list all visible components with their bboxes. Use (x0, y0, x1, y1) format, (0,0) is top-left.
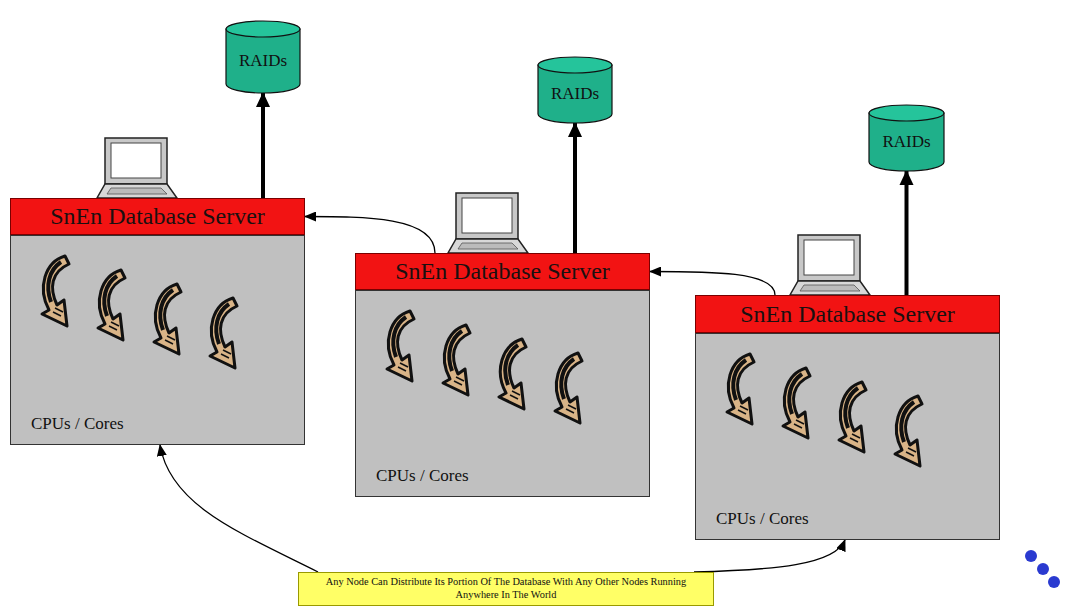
cpu-arrow-icon (727, 354, 754, 424)
cpu-arrow-icon (98, 270, 125, 340)
cpu-arrow-icon (387, 311, 414, 381)
cylinder-top (538, 57, 612, 73)
cpu-arrow-icon (839, 382, 866, 452)
cpu-arrow-icon (555, 353, 582, 423)
ellipsis-dot (1048, 576, 1060, 588)
cpu-arrow-icon (895, 396, 922, 466)
cpu-arrow-icon (210, 298, 237, 368)
server-label: SnEn Database Server (50, 203, 265, 230)
cpu-arrow-icon (499, 339, 526, 409)
cpu-cores-box: CPUs / Cores (695, 333, 1000, 540)
connector-arrow (305, 217, 435, 254)
cpu-arrow-icon (443, 325, 470, 395)
cpu-label: CPUs / Cores (376, 466, 469, 486)
cpu-cores-box: CPUs / Cores (10, 235, 305, 445)
cylinder-body (869, 113, 944, 171)
cylinder-body (226, 29, 300, 93)
raid-label: RAIDs (239, 51, 287, 71)
server-label: SnEn Database Server (395, 258, 610, 285)
connector-arrow (160, 445, 318, 572)
connector-arrow (573, 123, 577, 253)
cpu-arrow-icon (42, 256, 69, 326)
note-box: Any Node Can Distribute Its Portion Of T… (298, 572, 714, 606)
database-server-bar: SnEn Database Server (10, 198, 305, 235)
note-text: Any Node Can Distribute Its Portion Of T… (305, 576, 707, 602)
connector-arrow (905, 171, 909, 295)
cpu-arrow-icon (783, 368, 810, 438)
raid-cylinder: RAIDs (225, 20, 301, 94)
cpu-arrow-icon (154, 284, 181, 354)
database-server-bar: SnEn Database Server (695, 295, 1000, 333)
database-server-bar: SnEn Database Server (355, 253, 650, 290)
connector-arrow (261, 93, 265, 198)
raid-label: RAIDs (551, 84, 599, 104)
server-label: SnEn Database Server (740, 301, 955, 328)
raid-cylinder: RAIDs (537, 56, 613, 124)
laptop-icon (448, 193, 528, 253)
ellipsis-dot (1025, 550, 1037, 562)
cylinder-top (869, 105, 944, 121)
raid-label: RAIDs (882, 132, 930, 152)
raid-cylinder: RAIDs (868, 104, 945, 172)
connector-arrow (650, 272, 775, 296)
cylinder-top (226, 21, 300, 37)
cpu-label: CPUs / Cores (31, 414, 124, 434)
cylinder-body (538, 65, 612, 123)
laptop-icon (97, 138, 177, 198)
cpu-cores-box: CPUs / Cores (355, 290, 650, 497)
ellipsis-dot (1037, 563, 1049, 575)
laptop-icon (790, 235, 870, 295)
cpu-label: CPUs / Cores (716, 509, 809, 529)
connector-arrow (694, 540, 845, 572)
